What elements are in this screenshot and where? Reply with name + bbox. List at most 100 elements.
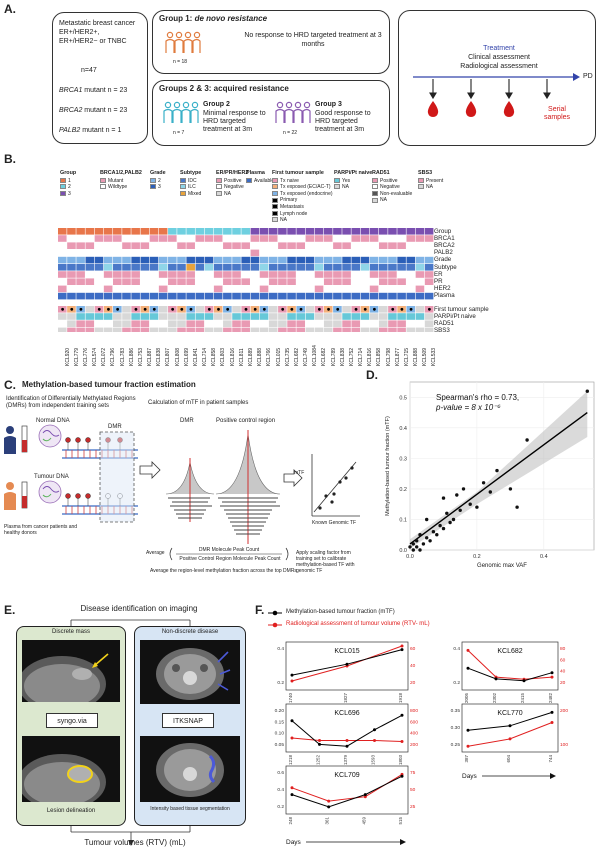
sample-type-marker <box>134 307 138 311</box>
time-plot-frame <box>285 765 409 815</box>
legend-label: Tx exposed (EC/AC-T) <box>280 184 331 191</box>
heatmap-cell <box>131 249 140 257</box>
legend-label: NA <box>342 184 349 191</box>
heatmap-cell <box>113 242 122 249</box>
x-tick-label: 515 <box>398 817 403 825</box>
rtv-point <box>400 740 404 743</box>
legend-title: Subtype <box>180 170 202 176</box>
heatmap-cell <box>158 285 168 293</box>
heatmap-cell <box>149 313 159 320</box>
row-label: PR <box>434 277 443 285</box>
sample-type-marker <box>244 307 248 311</box>
row-label: Subtype <box>434 263 457 271</box>
heatmap-cell <box>314 242 324 249</box>
heatmap-cell <box>388 235 397 242</box>
group3-n: n = 22 <box>283 130 298 136</box>
heatmap-cell <box>204 320 214 327</box>
data-point <box>508 487 513 491</box>
heatmap-cell <box>314 285 324 293</box>
heatmap-cell <box>103 313 113 320</box>
x-tick-label: 248 <box>288 817 293 825</box>
sample-label: KCL796 <box>110 347 117 366</box>
heatmap-cell <box>122 306 131 313</box>
heatmap-cell <box>94 285 104 293</box>
heatmap-cell <box>360 285 370 293</box>
heatmap-cell <box>103 285 113 293</box>
row-label: PALB2 <box>434 249 453 257</box>
sample-label: KCL766 <box>266 347 273 366</box>
heatmap-cell <box>122 235 131 242</box>
legend-item: 1 <box>60 178 76 185</box>
x-tick-label: 1218 <box>288 755 293 766</box>
heatmap-cell <box>232 320 241 327</box>
heatmap-cell <box>195 285 205 293</box>
rtv-point <box>550 721 554 724</box>
data-point <box>411 548 415 552</box>
heatmap-cell <box>122 256 131 264</box>
heatmap-cell <box>360 271 370 278</box>
heatmap-cell <box>278 292 287 300</box>
heatmap-cell <box>213 327 223 332</box>
y-tick-label: 0.4 <box>399 426 407 432</box>
heatmap-cell <box>58 235 67 242</box>
heatmap-cell <box>103 327 113 332</box>
heatmap-cell <box>213 278 223 285</box>
heatmap-cell <box>140 278 150 285</box>
heatmap-cell <box>76 313 85 320</box>
x-tick-label: 744 <box>548 755 553 763</box>
heatmap-cell <box>305 313 315 320</box>
heatmap-cell <box>296 228 306 235</box>
legend-swatch <box>272 190 278 196</box>
legend-label: Wildtype <box>108 184 128 191</box>
heatmap-cell <box>232 264 241 271</box>
panelC-step1: Identification of Differentially Methyla… <box>6 396 136 409</box>
heatmap-cell <box>140 285 150 293</box>
heatmap-cell <box>103 242 113 249</box>
sample-label: KCL816 <box>367 347 374 366</box>
heatmap-cell <box>149 292 159 300</box>
heatmap-cell <box>351 242 361 249</box>
legend-label: Tx exposed (endocrine) <box>280 190 333 197</box>
heatmap-cell <box>149 320 159 327</box>
sample-label: KCL699 <box>183 347 190 366</box>
heatmap-cell <box>250 285 260 293</box>
syngo-label: syngo.via <box>46 713 98 728</box>
ct-scan-top-left <box>22 640 120 702</box>
legend-label: Negative <box>380 184 400 191</box>
heatmap-cell <box>342 327 351 332</box>
heatmap-cell <box>213 256 223 264</box>
y-tick-label: 0.0 <box>399 548 407 554</box>
heatmap-cell <box>342 256 351 264</box>
heatmap-cell <box>85 264 95 271</box>
heatmap-cell <box>223 320 232 327</box>
heatmap-cell <box>213 249 223 257</box>
legend-label: Negative <box>224 184 244 191</box>
y-tick-right: 400 <box>410 731 418 737</box>
heatmap-cell <box>223 264 232 271</box>
mtf-point <box>363 793 367 797</box>
y-tick-left: 0.2 <box>277 680 284 686</box>
heatmap-cell <box>287 249 296 257</box>
data-point <box>441 496 446 500</box>
legend-swatch <box>180 190 186 196</box>
plasma-label: Plasma from cancer patients and healthy … <box>4 524 78 536</box>
mtf-point <box>466 666 470 670</box>
data-point <box>415 545 419 549</box>
y-tick-right: 40 <box>560 669 566 675</box>
heatmap-cell <box>140 292 150 300</box>
rtv-point <box>290 786 294 790</box>
heatmap-cell <box>241 292 250 300</box>
data-point <box>445 511 449 515</box>
heatmap-cell <box>168 292 177 300</box>
heatmap-cell <box>85 256 95 264</box>
legend-swatch <box>272 210 278 216</box>
heatmap-cell <box>223 271 232 278</box>
heatmap-cell <box>113 320 122 327</box>
x-tick-label: 1252 <box>316 755 321 766</box>
heatmap-cell <box>67 235 76 242</box>
x-tick-label: 0.2 <box>473 554 481 560</box>
heatmap-cell <box>250 278 260 285</box>
heatmap-cell <box>406 235 416 242</box>
legend-item: NA <box>418 184 443 191</box>
